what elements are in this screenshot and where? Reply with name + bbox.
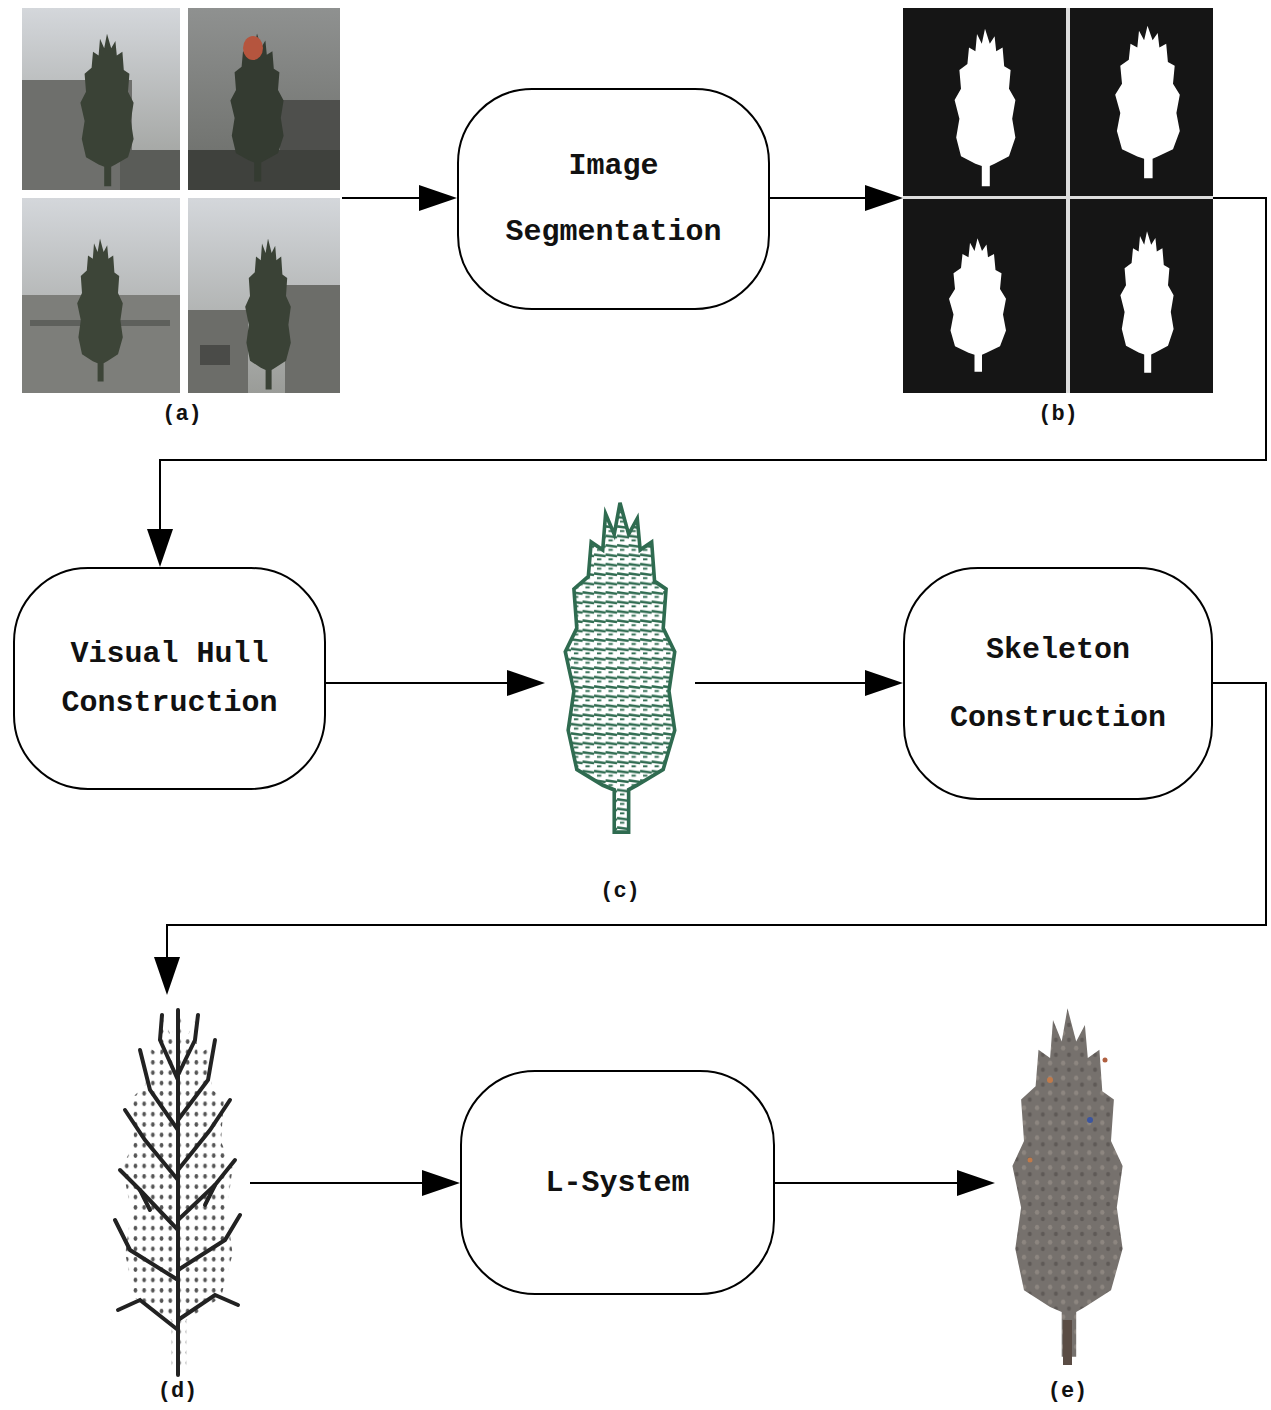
figure-caption: (a) <box>22 402 342 428</box>
process-box: Image Segmentation <box>457 88 770 310</box>
rendered-tree-figure: (e) <box>995 995 1140 1405</box>
flow-arrow <box>695 670 903 696</box>
process-box: Visual Hull Construction <box>13 567 326 790</box>
connector-line <box>770 197 873 199</box>
connector-line <box>326 682 515 684</box>
skeleton-figure: (d) <box>105 995 250 1405</box>
process-label: Image Segmentation <box>505 133 721 265</box>
connector-line <box>342 197 427 199</box>
arrowhead <box>865 185 903 211</box>
arrowhead <box>147 529 173 567</box>
arrowhead <box>419 185 457 211</box>
connector-line <box>775 1182 965 1184</box>
flow-arrow <box>250 1170 460 1196</box>
tree-skeleton <box>115 1004 240 1375</box>
flow-arrow <box>770 185 903 211</box>
connector-line <box>250 1182 430 1184</box>
flow-arrow <box>326 670 545 696</box>
figure-caption: (c) <box>545 879 695 905</box>
segmented-silhouettes: (b) <box>903 8 1213 428</box>
arrowhead <box>154 957 180 995</box>
visual-hull-figure: (c) <box>545 495 695 905</box>
process-box: Skeleton Construction <box>903 567 1213 800</box>
flow-arrow <box>342 185 457 211</box>
figure-caption: (b) <box>903 402 1213 428</box>
flow-arrow <box>775 1170 995 1196</box>
figure-caption: (e) <box>995 1379 1140 1405</box>
process-box: L-System <box>460 1070 775 1295</box>
connector-line <box>695 682 873 684</box>
arrowhead <box>507 670 545 696</box>
photo-grid <box>22 8 340 393</box>
visual-hull <box>565 503 674 832</box>
arrowhead <box>422 1170 460 1196</box>
arrowhead <box>865 670 903 696</box>
rendered-tree <box>1012 1008 1122 1365</box>
figure-caption: (d) <box>105 1379 250 1405</box>
process-label: Visual Hull Construction <box>61 630 277 728</box>
input-photos: (a) <box>22 8 342 428</box>
arrowhead <box>957 1170 995 1196</box>
silhouette-grid <box>903 8 1213 393</box>
process-label: Skeleton Construction <box>950 616 1166 752</box>
process-label: L-System <box>545 1163 689 1203</box>
